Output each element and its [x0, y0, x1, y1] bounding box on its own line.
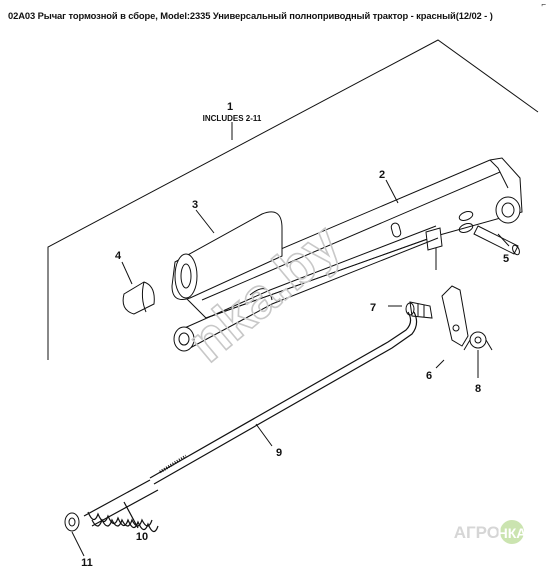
assembly-bracket	[47, 39, 539, 360]
part-4-end-cap	[121, 261, 155, 315]
callouts: 1 INCLUDES 2-11 2 3 4 5 6 7 8 9 10 11	[81, 101, 509, 569]
part-9-rod	[149, 311, 418, 485]
callout-8: 8	[475, 383, 481, 395]
callout-4: 4	[115, 250, 122, 262]
callout-10: 10	[136, 531, 148, 543]
part-8-clip	[463, 331, 493, 378]
callout-9: 9	[276, 447, 282, 459]
callout-2: 2	[379, 169, 385, 181]
part-11-washer	[64, 512, 85, 557]
assembly-note: INCLUDES 2-11	[203, 114, 262, 123]
handle-rod	[173, 225, 439, 352]
callout-6: 6	[426, 370, 432, 382]
logo-text-right: НКА	[498, 525, 527, 541]
part-5-pin	[473, 225, 520, 256]
agronka-logo: АГРО НКА	[454, 520, 527, 544]
callout-1: 1	[227, 101, 233, 113]
part-10-spring	[83, 479, 159, 533]
page-title: 02A03 Рычаг тормозной в сборе, Model:233…	[8, 10, 493, 21]
callout-7: 7	[370, 302, 376, 314]
logo-text-left: АГРО	[454, 523, 500, 542]
callout-5: 5	[503, 253, 509, 265]
callout-11: 11	[81, 557, 93, 569]
part-2-lever-body	[179, 157, 523, 319]
corner-mark: ⌐	[541, 0, 546, 9]
callout-3: 3	[192, 199, 198, 211]
part-6-pawl	[435, 285, 469, 369]
part-3-grip	[171, 209, 283, 300]
